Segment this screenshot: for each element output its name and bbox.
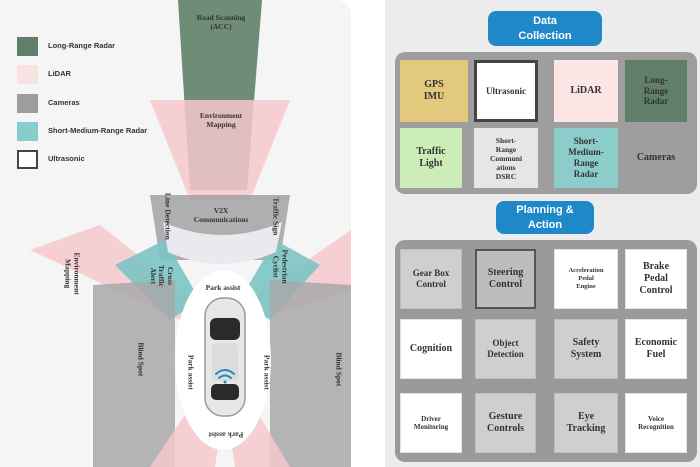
tile-lidar: LiDAR <box>554 60 618 122</box>
tile-dsrc: Short- Range Communi ations DSRC <box>474 128 538 188</box>
lidar-cone-top <box>150 100 290 200</box>
label-park-assist-bottom: Park assist <box>208 430 244 440</box>
tile-short-medium-range-radar: Short- Medium- Range Radar <box>554 128 618 188</box>
legend-label-cameras: Cameras <box>48 98 80 107</box>
tile-gear-box-control: Gear Box Control <box>400 249 462 309</box>
label-environment-mapping-left: Environment Mapping <box>64 252 82 295</box>
data-collection-title: Data Collection <box>488 11 602 46</box>
system-architecture-panel: Data Collection GPS IMU Ultrasonic LiDAR… <box>385 0 700 467</box>
label-road-scanning: Road Scanning (ACC) <box>196 13 246 31</box>
label-blind-spot-right: Blind Spot <box>334 352 344 387</box>
tile-safety-system: Safety System <box>554 319 618 379</box>
tile-traffic-light: Traffic Light <box>400 128 462 188</box>
legend-swatch-ultrasonic <box>17 150 38 169</box>
tile-steering-control: Steering Control <box>475 249 536 309</box>
camera-zone-right <box>270 280 351 467</box>
label-park-assist-right: Park assist <box>262 354 272 390</box>
label-park-assist-left: Park assist <box>186 354 196 390</box>
v2x-arc <box>163 222 282 264</box>
legend-label-long-range-radar: Long-Range Radar <box>48 41 116 50</box>
wifi-icon <box>215 369 235 384</box>
car-rear-window <box>211 384 239 400</box>
tile-object-detection: Object Detection <box>475 319 536 379</box>
tile-driver-monitoring: Driver Monitoring <box>400 393 462 453</box>
label-park-assist-top: Park assist <box>205 283 241 292</box>
label-line-detection: Line Detection <box>163 192 173 240</box>
tile-eye-tracking: Eye Tracking <box>554 393 618 453</box>
label-v2x: V2X Communications <box>193 206 249 224</box>
camera-zone-left <box>93 280 175 467</box>
car-windshield <box>210 318 240 340</box>
tile-cognition: Cognition <box>400 319 462 379</box>
label-blind-spot-left: Blind Spot <box>136 342 146 377</box>
label-cross-traffic-alert: Cross Traffic Alert <box>148 264 175 287</box>
short-medium-radar-left <box>115 240 200 320</box>
legend-label-lidar: LiDAR <box>48 69 71 78</box>
tile-long-range-radar: Long- Range Radar <box>625 60 687 122</box>
tile-brake-pedal-control: Brake Pedal Control <box>625 249 687 309</box>
short-medium-radar-right <box>240 240 320 320</box>
legend-swatch-short-medium-radar <box>17 122 38 141</box>
tile-voice-recognition: Voice Recognition <box>625 393 687 453</box>
legend-swatch-long-range-radar <box>17 37 38 56</box>
sensor-coverage-svg <box>30 0 351 467</box>
tile-economic-fuel: Economic Fuel <box>625 319 687 379</box>
tile-gesture-controls: Gesture Controls <box>475 393 536 453</box>
tile-gps-imu: GPS IMU <box>400 60 468 122</box>
tile-cameras: Cameras <box>625 128 687 188</box>
label-environment-mapping-top: Environment Mapping <box>199 111 243 129</box>
label-pedestrian-cyclist: Pedestrian Cyclist <box>272 249 290 284</box>
legend-swatch-lidar <box>17 65 38 84</box>
tile-ultrasonic: Ultrasonic <box>474 60 538 122</box>
legend-label-short-medium-radar: Short-Medium-Range Radar <box>48 126 148 135</box>
tile-acceleration-pedal-engine: Acceleration Pedal Engine <box>554 249 618 309</box>
legend-swatch-cameras <box>17 94 38 113</box>
planning-action-title: Planning & Action <box>496 201 594 234</box>
sensor-coverage-diagram: Long-Range Radar LiDAR Cameras Short-Med… <box>17 0 351 467</box>
legend-label-ultrasonic: Ultrasonic <box>48 154 85 163</box>
